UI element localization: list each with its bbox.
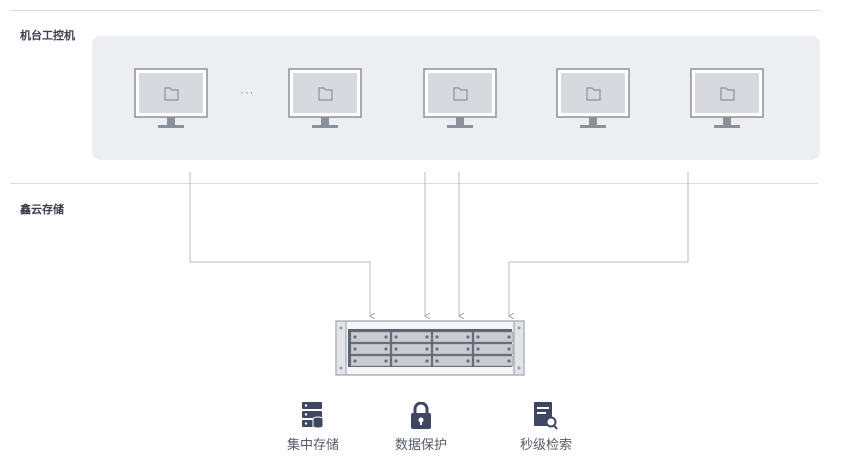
drive-led [425, 359, 428, 362]
drive-bay [433, 356, 472, 366]
feature-instant-retrieval: 秒级检索 [500, 402, 592, 453]
drive-led [384, 347, 387, 350]
drive-led [435, 347, 438, 350]
drive-bay [474, 356, 513, 366]
drive-bay [351, 344, 390, 354]
drive-led [435, 359, 438, 362]
drive-bay [474, 344, 513, 354]
drive-led [466, 359, 469, 362]
drive-led [353, 359, 356, 362]
drive-led [394, 359, 397, 362]
drive-led [425, 347, 428, 350]
drive-led [507, 359, 510, 362]
connector-line [190, 172, 370, 316]
drive-bay [433, 344, 472, 354]
feature-label: 集中存储 [267, 434, 359, 453]
drive-bay [392, 344, 431, 354]
drive-led [466, 335, 469, 338]
feature-label: 数据保护 [375, 434, 467, 453]
drive-led [476, 347, 479, 350]
feature-centralized-storage: 集中存储 [267, 402, 359, 453]
drive-led [476, 335, 479, 338]
drive-led [507, 347, 510, 350]
document-search-icon [534, 402, 558, 430]
drive-led [353, 335, 356, 338]
storage-server-icon [335, 320, 525, 376]
database-stack-icon [302, 402, 324, 430]
drive-bay [474, 332, 513, 342]
feature-data-protection: 数据保护 [375, 402, 467, 453]
drive-bay [351, 332, 390, 342]
drive-led [384, 359, 387, 362]
drive-bay [351, 356, 390, 366]
drive-bay [433, 332, 472, 342]
drive-led [394, 347, 397, 350]
drive-led [435, 335, 438, 338]
connector-line [509, 172, 688, 316]
drive-led [466, 347, 469, 350]
feature-label: 秒级检索 [500, 434, 592, 453]
drive-bay [392, 356, 431, 366]
drive-led [476, 359, 479, 362]
drive-bay [392, 332, 431, 342]
drive-led [353, 347, 356, 350]
drive-led [384, 335, 387, 338]
drive-led [507, 335, 510, 338]
lock-icon [410, 402, 432, 430]
drive-led [394, 335, 397, 338]
drive-led [425, 335, 428, 338]
